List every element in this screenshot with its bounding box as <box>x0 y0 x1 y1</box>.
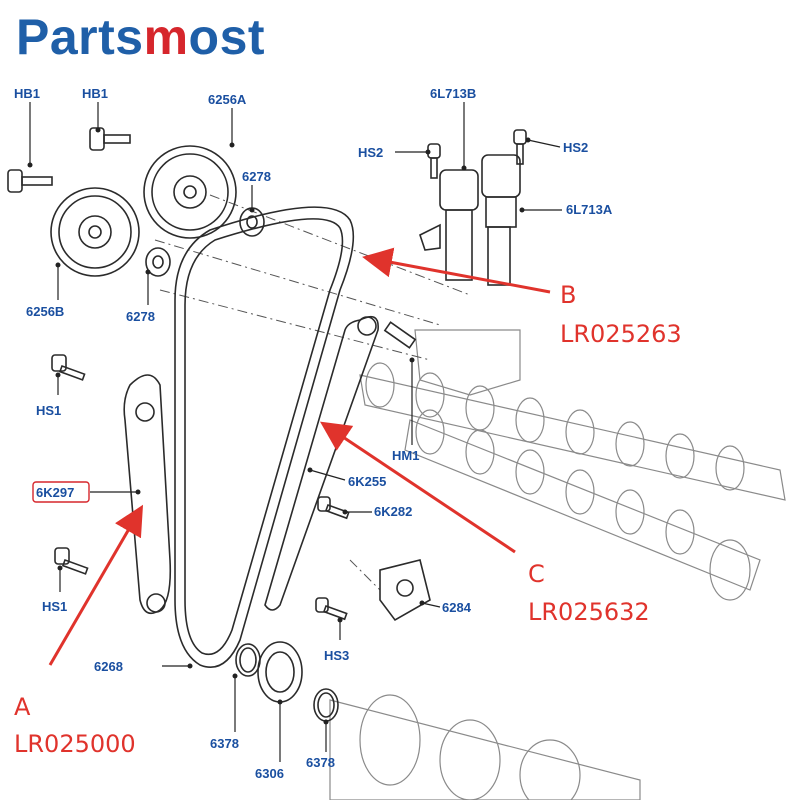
pin-HM1 <box>383 321 417 349</box>
label-HM1: HM1 <box>392 448 419 463</box>
label-6378-right: 6378 <box>306 755 335 770</box>
label-hs2-right: HS2 <box>563 140 588 155</box>
label-6K297-highlight <box>32 481 90 503</box>
callout-b-part: LR025263 <box>560 320 682 348</box>
label-6378-left: 6378 <box>210 736 239 751</box>
bolt-6K282 <box>317 496 350 520</box>
label-6L713B: 6L713B <box>430 86 476 101</box>
callout-c-part: LR025632 <box>528 598 650 626</box>
solenoid-6L713A <box>481 154 521 286</box>
bolt-HS2-left <box>427 143 441 179</box>
o-ring-6378-right <box>313 688 339 722</box>
bolt-HB1-left <box>7 169 53 193</box>
label-6K255: 6K255 <box>348 474 386 489</box>
label-6256A: 6256A <box>208 92 247 107</box>
label-6268: 6268 <box>94 659 123 674</box>
washer-6278-bottom <box>145 247 171 277</box>
tensioner-6284 <box>379 559 431 622</box>
label-6306: 6306 <box>255 766 284 781</box>
arrow-b <box>362 247 551 294</box>
bolt-HS1-bottom <box>54 547 89 575</box>
alignment-lines <box>154 194 471 591</box>
label-HS3: HS3 <box>324 648 349 663</box>
bolt-HS2-right <box>513 129 527 165</box>
label-6284: 6284 <box>442 600 472 615</box>
callout-b-letter: B <box>560 281 576 309</box>
tensioner-arm-6K255 <box>264 315 379 611</box>
brand-logo: Partsmost <box>16 8 265 66</box>
label-6L713A: 6L713A <box>566 202 613 217</box>
brand-part-1: Parts <box>16 9 144 65</box>
label-hs2-left: HS2 <box>358 145 383 160</box>
bolt-HS1-top <box>51 354 86 381</box>
crankshaft <box>329 694 641 800</box>
crank-sprocket-6306 <box>257 641 303 703</box>
chain-guide-6K297 <box>123 374 172 615</box>
brand-part-2: m <box>143 9 189 65</box>
arrow-c <box>320 421 516 554</box>
label-hs1-bottom: HS1 <box>42 599 67 614</box>
label-hb1-left: HB1 <box>14 86 40 101</box>
callout-a-letter: A <box>14 693 31 721</box>
bolt-HS3 <box>315 597 348 621</box>
solenoid-6L713B <box>419 169 479 281</box>
timing-chain-6268 <box>174 206 355 668</box>
sprocket-6256B <box>50 187 140 277</box>
camshaft-lower <box>404 409 761 601</box>
cylinder-head-bracket <box>414 329 521 396</box>
leader-lines <box>27 102 562 762</box>
callout-labels: A LR025000 B LR025263 C LR025632 <box>14 281 682 758</box>
callout-a-part: LR025000 <box>14 730 136 758</box>
arrow-a <box>48 504 144 666</box>
sprocket-6256A <box>143 145 237 239</box>
label-hs1-top: HS1 <box>36 403 61 418</box>
part-labels: HB1 HB1 6256A 6278 6256B 6278 6L713B HS2… <box>14 86 613 781</box>
callout-arrows <box>48 247 551 666</box>
label-6278-bottom: 6278 <box>126 309 155 324</box>
brand-part-3: ost <box>188 9 266 65</box>
camshaft-upper <box>359 362 786 501</box>
label-6K297: 6K297 <box>36 485 74 500</box>
label-6278-top: 6278 <box>242 169 271 184</box>
label-6256B: 6256B <box>26 304 64 319</box>
label-hb1-right: HB1 <box>82 86 108 101</box>
callout-c-letter: C <box>528 560 545 588</box>
label-6K282: 6K282 <box>374 504 412 519</box>
o-ring-6378-left <box>235 643 261 677</box>
